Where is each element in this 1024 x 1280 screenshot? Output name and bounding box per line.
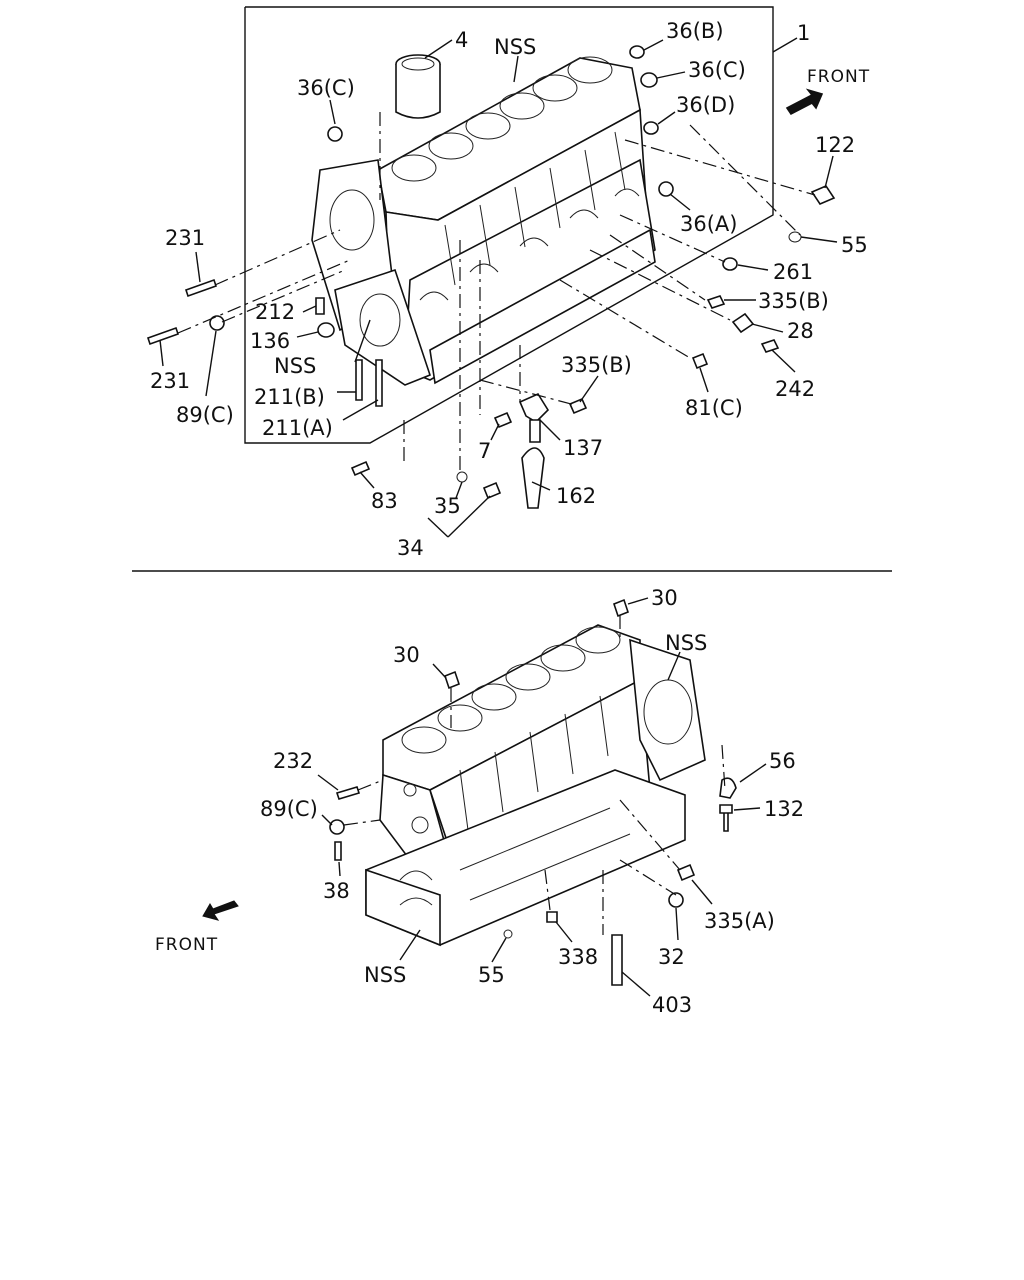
label-nss-mid: NSS [274,354,316,378]
label-232: 232 [273,749,313,773]
bottom-leader-dashes [343,615,726,935]
label-212: 212 [255,300,295,324]
label-211b: 211(B) [254,385,325,409]
label-136: 136 [250,329,290,353]
label-4: 4 [455,28,468,52]
label-89c-top: 89(C) [176,403,234,427]
top-labels: 1 4 NSS 36(B) 36(C) 36(D) 36(C) 36(A) 12… [150,19,868,560]
label-242: 242 [775,377,815,401]
label-nss-top: NSS [494,35,536,59]
label-38: 38 [323,879,350,903]
label-83: 83 [371,489,398,513]
top-leader-lines [159,37,838,538]
bottom-labels: 30 30 NSS 56 132 335(A) 32 403 338 55 NS… [260,586,804,1017]
label-55-top: 55 [841,233,868,257]
bottom-small-parts [329,598,737,986]
label-122: 122 [815,133,855,157]
label-231-upper: 231 [165,226,205,250]
label-81c: 81(C) [685,396,743,420]
front-label-bottom: FRONT [155,935,218,955]
label-403: 403 [652,993,692,1017]
top-small-parts [146,45,836,509]
label-34: 34 [397,536,424,560]
label-32: 32 [658,945,685,969]
label-211a: 211(A) [262,416,333,440]
bottom-assembly: FRONT 30 30 NSS 56 132 335(A) 32 403 338… [155,586,804,1017]
front-arrow-top: FRONT [785,67,870,116]
label-36c-right: 36(C) [688,58,746,82]
top-assembly: FRONT 1 4 NSS 36(B) 36(C) 36(D) 36(C) 36… [146,6,870,560]
label-36b: 36(B) [666,19,724,43]
cylinder-liner [395,54,441,119]
label-36a: 36(A) [680,212,737,236]
label-56: 56 [769,749,796,773]
label-338: 338 [558,945,598,969]
label-335b-right: 335(B) [758,289,829,313]
label-35: 35 [434,494,461,518]
label-28: 28 [787,319,814,343]
cylinder-block-bottom [365,624,706,947]
label-36c-left: 36(C) [297,76,355,100]
label-nss-right: NSS [665,631,707,655]
front-arrow-bottom: FRONT [155,900,239,955]
label-162: 162 [556,484,596,508]
label-261: 261 [773,260,813,284]
top-leader-dashes [177,112,816,472]
label-36d: 36(D) [676,93,735,117]
cylinder-block-top [311,56,656,386]
assembly-frame [244,6,774,444]
front-label-top: FRONT [807,67,870,87]
label-7: 7 [478,439,491,463]
label-89c-bottom: 89(C) [260,797,318,821]
label-335b-mid: 335(B) [561,353,632,377]
label-30-left: 30 [393,643,420,667]
bottom-leader-lines [317,597,767,997]
label-137: 137 [563,436,603,460]
label-55-bottom: 55 [478,963,505,987]
label-1: 1 [797,21,810,45]
label-30-right: 30 [651,586,678,610]
label-nss-left: NSS [364,963,406,987]
label-335a: 335(A) [704,909,775,933]
label-132: 132 [764,797,804,821]
label-231-lower: 231 [150,369,190,393]
